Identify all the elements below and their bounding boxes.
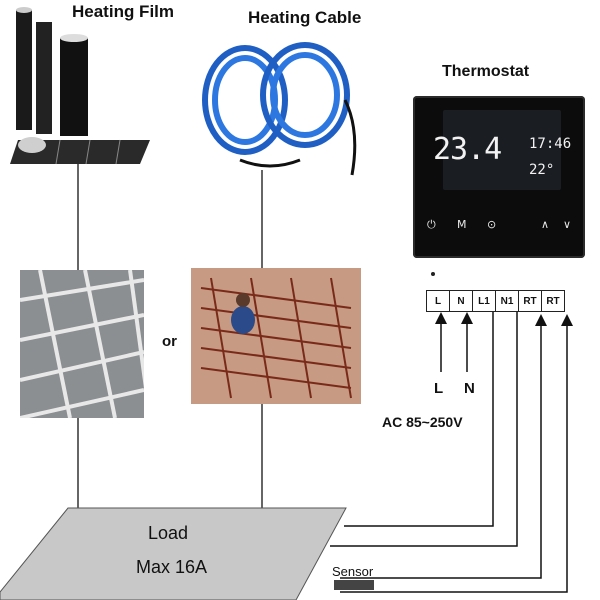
- sensor-label: Sensor: [332, 564, 374, 579]
- terminal-L1: L1: [473, 291, 496, 311]
- L1-wire: [344, 312, 494, 527]
- supply-L-label: L: [434, 380, 444, 397]
- clock-button-icon[interactable]: ⊙: [487, 218, 497, 231]
- RT2-wire: [340, 314, 573, 593]
- mode-button[interactable]: M: [457, 218, 467, 231]
- thermostat-terminal-dot: [431, 272, 435, 276]
- thermostat-title: Thermostat: [442, 63, 530, 80]
- heating-film-floor-photo: [20, 270, 144, 418]
- thermostat-temperature: 23.4: [433, 132, 502, 167]
- thermostat-device: 23.4 17:46 22° ⏻ M ⊙ ∧ ∨: [413, 96, 585, 258]
- voltage-label: AC 85~250V: [382, 414, 463, 430]
- terminal-block: L N L1 N1 RT RT: [426, 290, 565, 312]
- sensor-probe: [334, 580, 374, 590]
- terminal-N: N: [450, 291, 473, 311]
- RT1-wire: [340, 314, 547, 579]
- heating-cable-title: Heating Cable: [248, 8, 362, 27]
- power-button-icon[interactable]: ⏻: [427, 218, 436, 231]
- N1-wire: [330, 312, 518, 547]
- thermostat-screen: [443, 110, 561, 190]
- terminal-RT-2: RT: [546, 295, 560, 307]
- heating-film-image: [10, 7, 150, 165]
- thermostat-time: 17:46: [529, 136, 572, 152]
- down-button-icon[interactable]: ∨: [563, 218, 572, 231]
- up-button-icon[interactable]: ∧: [541, 218, 550, 231]
- heating-cable-image: [202, 42, 357, 176]
- terminal-RT-1: RT: [519, 291, 542, 311]
- load-label: Load: [148, 523, 189, 543]
- supply-N-label: N: [464, 380, 475, 397]
- terminal-L: L: [427, 291, 450, 311]
- load-plate: [0, 507, 347, 600]
- heating-cable-floor-photo: [191, 268, 361, 404]
- thermostat-set-temp: 22°: [529, 162, 555, 178]
- terminal-N1: N1: [496, 291, 519, 311]
- heating-film-title: Heating Film: [72, 2, 175, 21]
- load-max-label: Max 16A: [136, 557, 208, 577]
- or-label: or: [162, 333, 177, 350]
